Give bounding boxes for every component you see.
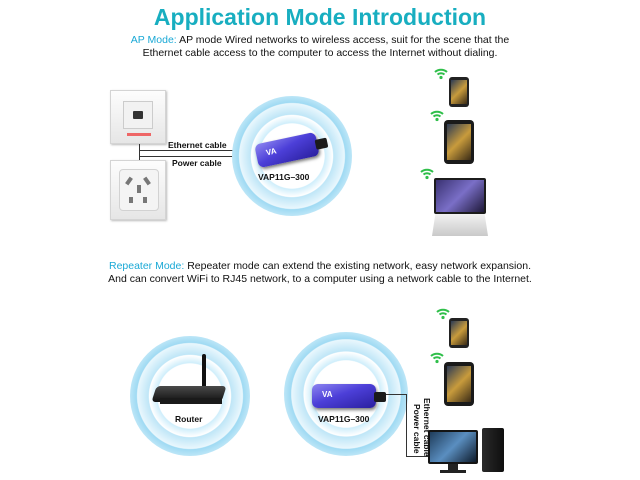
wifi-icon: [430, 110, 444, 122]
repeater-mode-desc-2: And can convert WiFi to RJ45 network, to…: [108, 273, 532, 285]
wifi-icon: [436, 308, 450, 320]
device-logo: VA: [265, 146, 278, 158]
repeater-device-label: VAP11G–300: [318, 414, 370, 424]
repeater-power-label: Power cable: [412, 404, 422, 454]
repeater-cable-out: [386, 394, 406, 395]
repeater-device: VA: [312, 384, 386, 408]
smartphone-icon: [449, 77, 469, 107]
ap-cable-vertical: [139, 144, 140, 160]
wifi-icon: [430, 352, 444, 364]
repeater-mode-line1: Repeater Mode: Repeater mode can extend …: [0, 260, 640, 273]
router-icon: [151, 354, 228, 414]
tablet-icon: [444, 120, 474, 164]
device-connector: [374, 392, 386, 402]
ap-device-label: VAP11G–300: [258, 172, 310, 182]
ap-mode-desc-1: AP mode Wired networks to wireless acces…: [179, 34, 510, 46]
repeater-mode-desc-1: Repeater mode can extend the existing ne…: [187, 260, 531, 272]
ap-mode-desc-2: Ethernet cable access to the computer to…: [142, 47, 498, 59]
ap-power-cable: [139, 156, 257, 157]
repeater-cable-vertical: [406, 394, 407, 456]
smartphone-icon: [449, 318, 469, 348]
repeater-cable-to-pc: [406, 456, 440, 457]
wifi-icon: [420, 168, 434, 180]
page-title: Application Mode Introduction: [153, 4, 487, 30]
tablet-icon: [444, 362, 474, 406]
desktop-computer-icon: [428, 428, 508, 476]
power-outlet-icon: [110, 160, 166, 220]
ap-power-label: Power cable: [172, 158, 222, 168]
ethernet-wall-socket-icon: [110, 90, 166, 144]
laptop-icon: [432, 178, 488, 238]
ap-mode-line1: AP Mode: AP mode Wired networks to wirel…: [0, 34, 640, 47]
device-logo: VA: [322, 390, 333, 399]
repeater-mode-name: Repeater Mode:: [108, 260, 185, 272]
ap-ethernet-label: Ethernet cable: [168, 140, 227, 150]
wifi-icon: [434, 68, 448, 80]
ap-mode-name: AP Mode:: [130, 34, 177, 46]
router-label: Router: [175, 414, 203, 424]
ap-ethernet-cable: [139, 150, 257, 151]
